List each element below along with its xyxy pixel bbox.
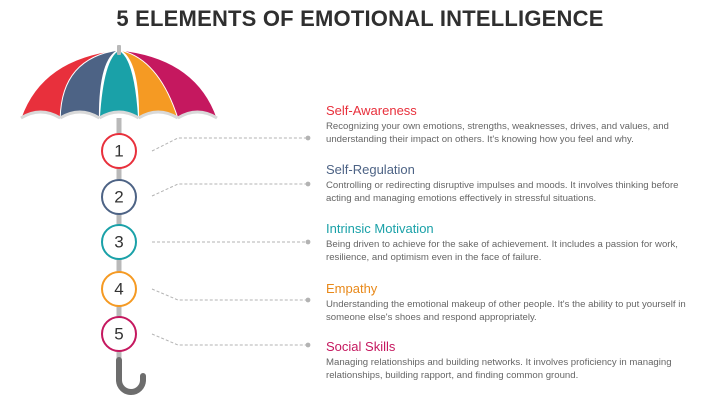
element-description: Being driven to achieve for the sake of … xyxy=(326,239,678,263)
number-ring-5 xyxy=(101,316,137,352)
canopy-rim-2 xyxy=(59,110,101,120)
connector-dot-5 xyxy=(305,342,311,348)
connector-line-5 xyxy=(151,333,308,346)
number-label-1: 1 xyxy=(114,142,123,161)
canopy-rim-1 xyxy=(20,110,61,120)
number-ring-2 xyxy=(101,179,137,215)
number-ring-4 xyxy=(101,271,137,307)
element-description: Controlling or redirecting disruptive im… xyxy=(326,180,679,204)
number-circle-1: 1 xyxy=(101,133,137,169)
connector-line-4 xyxy=(151,288,308,301)
element-title: Social Skills xyxy=(326,339,396,354)
element-description: Managing relationships and building netw… xyxy=(326,357,672,381)
number-circle-2: 2 xyxy=(101,179,137,215)
connector-dot-3 xyxy=(305,239,311,245)
connector-lines xyxy=(151,135,311,348)
number-ring-3 xyxy=(101,224,137,260)
page-title: 5 ELEMENTS OF EMOTIONAL INTELLIGENCE xyxy=(116,6,604,31)
element-title: Self-Awareness xyxy=(326,103,417,118)
connector-line-1 xyxy=(151,137,308,152)
canopy-rim-4 xyxy=(137,110,179,120)
element-description: Understanding the emotional makeup of ot… xyxy=(326,299,686,323)
umbrella-tip xyxy=(117,45,121,55)
canopy-rim-5 xyxy=(177,110,218,120)
number-ring-1 xyxy=(101,133,137,169)
connector-dot-1 xyxy=(305,135,311,141)
umbrella-canopy xyxy=(20,49,218,120)
element-description: Recognizing your own emotions, strengths… xyxy=(326,121,669,145)
number-circles: 1 2 3 4 5 xyxy=(101,133,137,352)
number-label-3: 3 xyxy=(114,233,123,252)
canopy-rim-3 xyxy=(98,110,140,120)
number-label-2: 2 xyxy=(114,188,123,207)
number-circle-3: 3 xyxy=(101,224,137,260)
connector-dot-4 xyxy=(305,297,311,303)
number-label-5: 5 xyxy=(114,325,123,344)
number-circle-5: 5 xyxy=(101,316,137,352)
element-title: Intrinsic Motivation xyxy=(326,221,434,236)
connector-line-2 xyxy=(151,183,308,197)
element-title: Self-Regulation xyxy=(326,162,415,177)
number-circle-4: 4 xyxy=(101,271,137,307)
number-label-4: 4 xyxy=(114,280,123,299)
connector-dot-2 xyxy=(305,181,311,187)
umbrella-handle xyxy=(116,357,146,395)
element-title: Empathy xyxy=(326,281,378,296)
